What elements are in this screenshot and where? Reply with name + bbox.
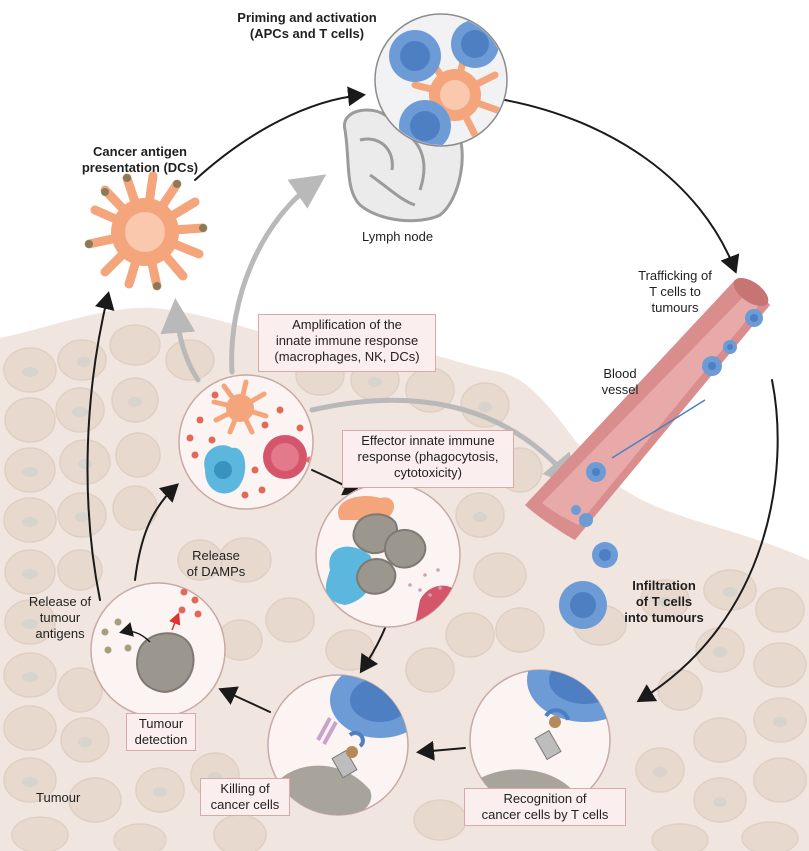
label-tumour: Tumour — [36, 790, 81, 805]
label-blood-vessel: Blood vessel — [585, 366, 655, 398]
label-blood-line1: Blood — [603, 366, 637, 381]
label-priming-line1: Priming and activation — [237, 10, 377, 25]
arrow-amplification-to-lymph-node — [229, 174, 327, 375]
label-antigen-line1: Cancer antigen — [93, 144, 187, 159]
label-trafficking: Trafficking of T cells to tumours — [620, 268, 730, 316]
label-effector-line3: cytotoxicity) — [394, 465, 462, 480]
label-trafficking-line3: tumours — [651, 300, 699, 315]
tumour-detection-circle — [90, 582, 226, 718]
label-amplification: Amplification of the innate immune respo… — [258, 314, 436, 372]
label-priming: Priming and activation (APCs and T cells… — [222, 10, 392, 42]
label-blood-line2: vessel — [601, 382, 639, 397]
label-infiltration-line2: of T cells — [635, 594, 693, 609]
label-infiltration-line1: Infiltration — [632, 578, 696, 593]
label-infiltration-line3: into tumours — [624, 610, 704, 625]
label-trafficking-line2: T cells to — [649, 284, 701, 299]
label-antigen-line2: presentation (DCs) — [81, 160, 199, 175]
label-priming-line2: (APCs and T cells) — [249, 26, 365, 41]
dendritic-cell — [84, 171, 208, 291]
label-lymph-node: Lymph node — [362, 229, 434, 244]
priming-circle — [374, 13, 508, 147]
label-amplification-line2: innate immune response — [275, 333, 419, 348]
amplification-circle — [178, 374, 314, 510]
arrow-dc-to-priming — [194, 86, 366, 181]
label-antigen-presentation: Cancer antigen presentation (DCs) — [70, 144, 210, 176]
label-effector-line2: response (phagocytosis, — [357, 449, 499, 464]
label-recognition-line1: Recognition of — [503, 791, 587, 806]
label-detection-line2: detection — [134, 732, 188, 747]
label-infiltration: Infiltration of T cells into tumours — [614, 578, 714, 626]
arrow-effector-to-killing — [359, 627, 386, 674]
label-antigens-line2: tumour — [39, 610, 81, 625]
label-release-damps: Release of DAMPs — [176, 548, 256, 580]
arrow-recognition-to-killing — [416, 740, 466, 761]
label-tumour-detection: Tumour detection — [126, 713, 196, 751]
arrow-priming-to-trafficking — [504, 99, 740, 274]
arrow-killing-to-detection — [218, 686, 271, 713]
gray-arrows — [160, 174, 579, 490]
arrow-detection-to-dc — [86, 291, 115, 601]
label-amplification-line3: (macrophages, NK, DCs) — [274, 349, 420, 364]
arrow-infiltration-to-recognition — [636, 379, 779, 703]
label-effector-line1: Effector innate immune — [361, 433, 495, 448]
label-damps-line2: of DAMPs — [186, 564, 246, 579]
arrow-amplification-to-vessel — [309, 397, 579, 490]
label-killing: Killing of cancer cells — [200, 778, 290, 816]
label-damps-line1: Release — [192, 548, 240, 563]
label-amplification-line1: Amplification of the — [292, 317, 402, 332]
label-trafficking-line1: Trafficking of — [638, 268, 712, 283]
label-recognition-line2: cancer cells by T cells — [481, 807, 609, 822]
label-antigens-line1: Release of — [28, 594, 92, 609]
blood-vessel — [525, 277, 770, 629]
label-killing-line2: cancer cells — [210, 797, 280, 812]
label-killing-line1: Killing of — [220, 781, 270, 796]
label-recognition: Recognition of cancer cells by T cells — [464, 788, 626, 826]
effector-circle — [315, 482, 461, 628]
label-detection-line1: Tumour — [138, 716, 184, 731]
killing-circle — [267, 674, 409, 816]
arrow-amplification-to-dc — [160, 298, 201, 383]
arrow-detection-to-amplification — [134, 483, 179, 581]
label-effector: Effector innate immune response (phagocy… — [342, 430, 514, 488]
label-antigens-line3: antigens — [35, 626, 85, 641]
label-release-antigens: Release of tumour antigens — [18, 594, 102, 642]
